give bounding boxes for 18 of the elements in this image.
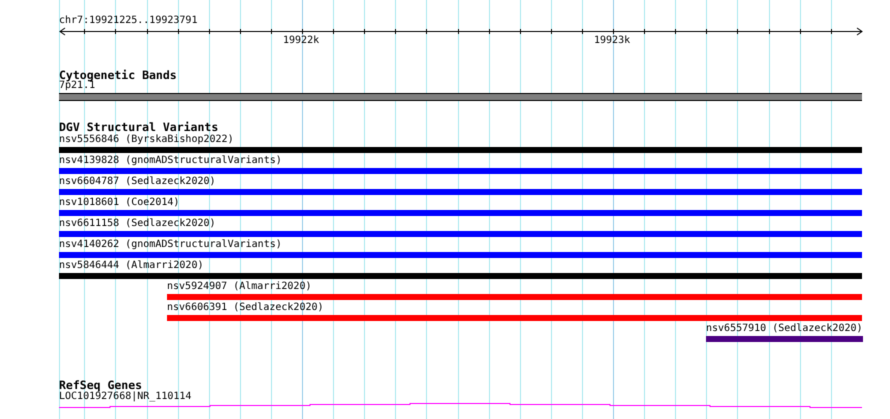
feature-label: nsv4140262 (gnomADStructuralVariants) <box>59 239 282 251</box>
feature-label: nsv6606391 (Sedlazeck2020) <box>167 302 324 314</box>
feature-label: nsv6557910 (Sedlazeck2020) <box>706 323 863 335</box>
feature-label: nsv1018601 (Coe2014) <box>59 197 180 209</box>
scale-label: 19922k <box>283 35 320 47</box>
feature-label: LOC101927668|NR_110114 <box>59 391 192 403</box>
feature-label: nsv6611158 (Sedlazeck2020) <box>59 218 216 230</box>
track-title: DGV Structural Variants <box>59 121 218 134</box>
feature-label: nsv6604787 (Sedlazeck2020) <box>59 176 216 188</box>
track-title: Cytogenetic Bands <box>59 69 177 82</box>
feature-label: nsv5924907 (Almarri2020) <box>167 281 312 293</box>
feature-label: 7p21.1 <box>59 80 96 92</box>
scale-label: 19923k <box>594 35 630 47</box>
region-label: chr7:19921225..19923791 <box>59 15 198 27</box>
track-title: RefSeq Genes <box>59 379 142 392</box>
feature-label: nsv5846444 (Almarri2020) <box>59 260 204 272</box>
feature-label: nsv5556846 (ByrskaBishop2022) <box>59 134 234 146</box>
feature-label: nsv4139828 (gnomADStructuralVariants) <box>59 155 282 167</box>
